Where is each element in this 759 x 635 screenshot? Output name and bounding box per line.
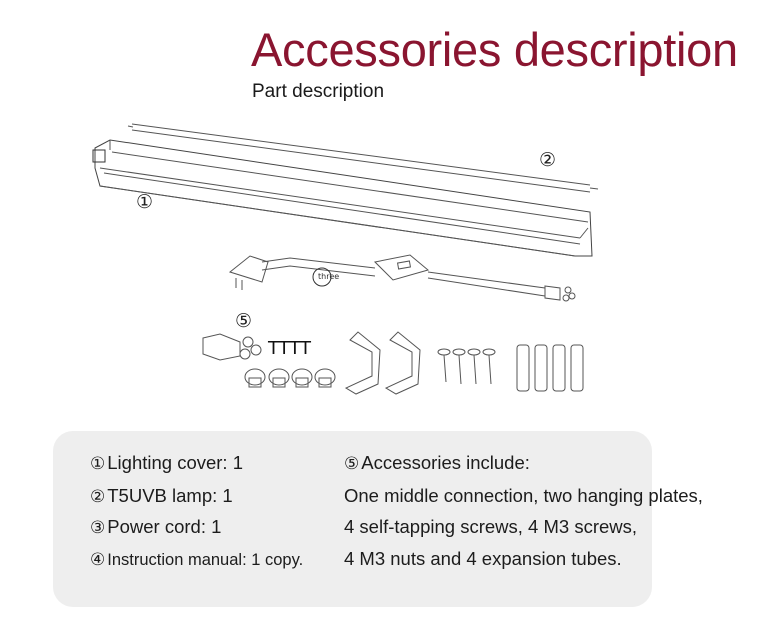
part-text: 4 self-tapping screws, 4 M3 screws, xyxy=(344,516,638,537)
part-text: Lighting cover: 1 xyxy=(107,452,244,473)
part-text: Accessories include: xyxy=(361,452,530,473)
accessories-line-3: 4 M3 nuts and 4 expansion tubes. xyxy=(344,547,622,571)
part-number: ① xyxy=(90,454,106,474)
part-text: One middle connection, two hanging plate… xyxy=(344,485,703,506)
page-subtitle: Part description xyxy=(252,81,385,102)
accessory-label: TTTT xyxy=(268,338,312,359)
callout-lamp: ② xyxy=(539,149,557,171)
callout-cord: three xyxy=(318,272,340,281)
part-text: Power cord: 1 xyxy=(107,516,222,537)
parts-illustration xyxy=(92,123,599,395)
part-text: 4 M3 nuts and 4 expansion tubes. xyxy=(344,548,622,569)
callout-accessories: ⑤ xyxy=(235,310,253,332)
part-number: ② xyxy=(90,487,106,507)
m3-nuts-illustration xyxy=(244,368,336,388)
part-number: ⑤ xyxy=(344,454,360,474)
part-text: Instruction manual: 1 copy. xyxy=(107,551,304,569)
part-number: ③ xyxy=(90,518,106,538)
self-tapping-screws-illustration xyxy=(437,348,496,385)
page-title: Accessories description xyxy=(251,23,738,76)
accessories-line-1: One middle connection, two hanging plate… xyxy=(344,484,703,508)
lamp-tube-illustration xyxy=(127,123,599,193)
callout-cover: ① xyxy=(136,191,154,213)
power-cord-illustration xyxy=(228,254,576,302)
expansion-tubes-illustration xyxy=(516,344,584,392)
parts-diagram: ① ② three ⑤ TTTT xyxy=(0,110,759,410)
cord-callout-circle xyxy=(312,267,332,287)
parts-list-panel xyxy=(53,431,652,607)
middle-connector-illustration xyxy=(202,333,262,361)
part-text: T5UVB lamp: 1 xyxy=(107,485,233,506)
hanging-plates-illustration xyxy=(344,331,421,395)
accessories-line-2: 4 self-tapping screws, 4 M3 screws, xyxy=(344,515,637,539)
lighting-cover-illustration xyxy=(92,139,593,257)
part-number: ④ xyxy=(90,550,106,570)
